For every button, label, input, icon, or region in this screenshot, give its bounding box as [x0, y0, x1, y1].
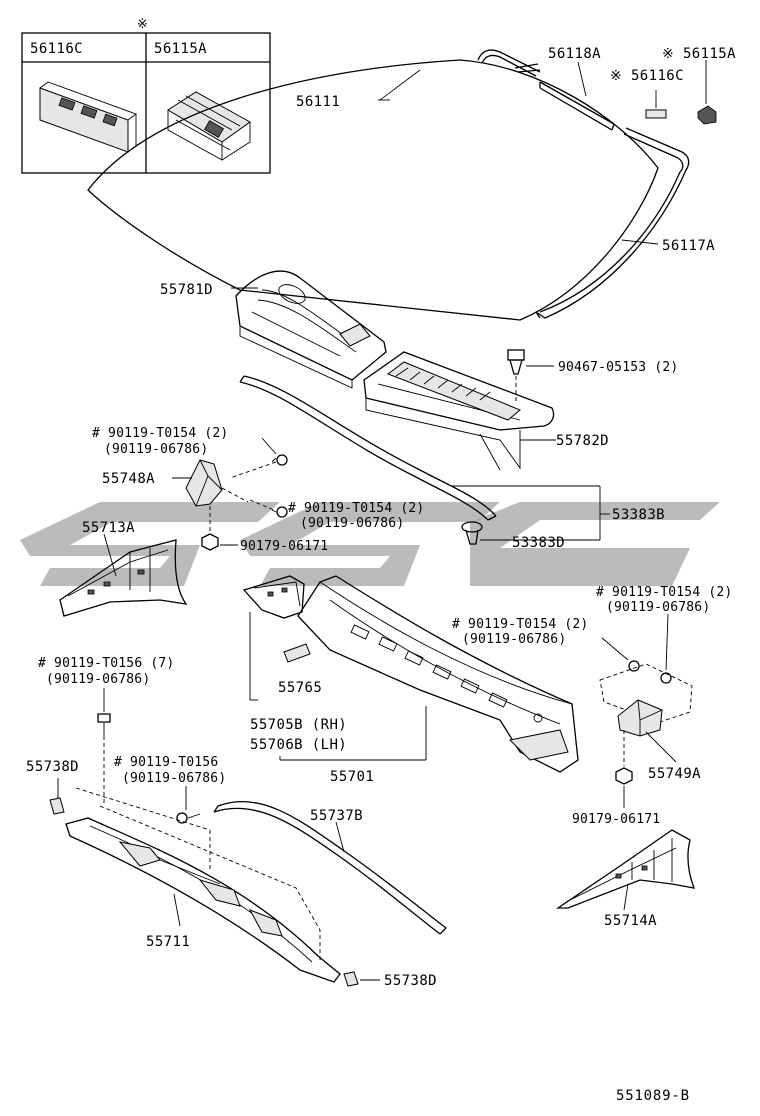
nut-r [615, 767, 633, 785]
screw-right [660, 672, 672, 684]
label-screw-upper-l-b: (90119-06786) [104, 442, 208, 457]
label-nut-r: 90179-06171 [572, 812, 660, 827]
clip-55738d-bottom [343, 971, 359, 987]
spacer-56116c-drawing [39, 81, 137, 153]
clip-56115a [697, 105, 717, 125]
label-side-panel-r: 55714A [604, 913, 657, 929]
clip-53383d [461, 521, 483, 545]
label-bracket-l: 55748A [102, 471, 155, 487]
seal-55737b [213, 800, 447, 935]
label-screw-low-b: (90119-06786) [46, 672, 150, 687]
side-panel-55713a [59, 539, 188, 617]
label-cowl-panel: 55701 [330, 769, 374, 785]
inset-box: ※ 56116C 56115A [21, 17, 271, 174]
cowl-seal-53383b [239, 375, 497, 521]
bracket-55748a [185, 459, 223, 507]
label-screw-mid-r-a: # 90119-T0154 (2) [452, 617, 588, 632]
label-screw-mid-l-b: (90119-06786) [300, 516, 404, 531]
cowl-bracket-55765 [242, 575, 305, 619]
label-side-molding: 56117A [662, 238, 715, 254]
clip-90467 [507, 349, 525, 375]
label-screw-right-b: (90119-06786) [606, 600, 710, 615]
label-screw-low2-b: (90119-06786) [122, 771, 226, 786]
label-screw-mid-l-a: # 90119-T0154 (2) [288, 501, 424, 516]
lower-panel-outline-dashed [99, 805, 321, 960]
label-screw-low2-a: # 90119-T0156 [114, 755, 218, 770]
cowl-louver-lh [363, 351, 555, 471]
label-clip-90467: 90467-05153 (2) [558, 360, 678, 375]
screw-low2 [176, 812, 201, 824]
label-seal-53383b: 53383B [612, 507, 665, 523]
bracket-55749a [617, 699, 663, 737]
label-cowl-rh: 55705B (RH) [250, 717, 347, 733]
label-seal-55737b: 55737B [310, 808, 363, 824]
inset-mark: ※ [137, 17, 148, 32]
cowl-panel-55701 [297, 575, 579, 773]
label-spacer-56116c: ※ 56116C [610, 68, 684, 84]
inset-header-56115a: 56115A [154, 41, 207, 57]
label-upper-molding: 56118A [548, 46, 601, 62]
cowl-louver-rh [235, 270, 387, 389]
screw-mid-l [271, 506, 288, 518]
windshield-molding-upper [477, 49, 690, 173]
label-screw-mid-r-b: (90119-06786) [462, 632, 566, 647]
lower-panel-55711 [65, 817, 341, 983]
label-cowl-louver-lh: 55782D [556, 433, 609, 449]
clip-55738d-top [49, 797, 65, 815]
screw-upper-l [271, 454, 288, 466]
label-cowl-bracket: 55765 [278, 680, 322, 696]
label-screw-right-a: # 90119-T0154 (2) [596, 585, 732, 600]
label-bracket-r: 55749A [648, 766, 701, 782]
label-clip-55738d-top: 55738D [26, 759, 79, 775]
inset-header-56116c: 56116C [30, 41, 83, 57]
watermark-logo [20, 502, 720, 586]
label-clip-55738d-bottom: 55738D [384, 973, 437, 989]
label-nut-l: 90179-06171 [240, 539, 328, 554]
label-side-panel-l: 55713A [82, 520, 135, 536]
clip-55765-small [283, 643, 311, 663]
clip-56115a-drawing [167, 91, 251, 161]
label-cowl-lh: 55706B (LH) [250, 737, 347, 753]
spacer-56116c [645, 109, 667, 119]
side-panel-55714a [555, 829, 696, 909]
label-windshield: 56111 [296, 94, 340, 110]
label-screw-upper-l-a: # 90119-T0154 (2) [92, 426, 228, 441]
diagram-reference: 551089-B [616, 1088, 690, 1104]
nut-l [201, 533, 219, 551]
label-lower-panel: 55711 [146, 934, 190, 950]
label-clip-56115a: ※ 56115A [662, 46, 736, 62]
screw-mid-r [628, 660, 640, 672]
windshield-glass [87, 59, 659, 321]
windshield-molding-side [535, 169, 687, 319]
label-cowl-louver-rh: 55781D [160, 282, 213, 298]
label-screw-low-a: # 90119-T0156 (7) [38, 656, 174, 671]
label-clip-53383d: 53383D [512, 535, 565, 551]
screw-low [97, 713, 111, 736]
